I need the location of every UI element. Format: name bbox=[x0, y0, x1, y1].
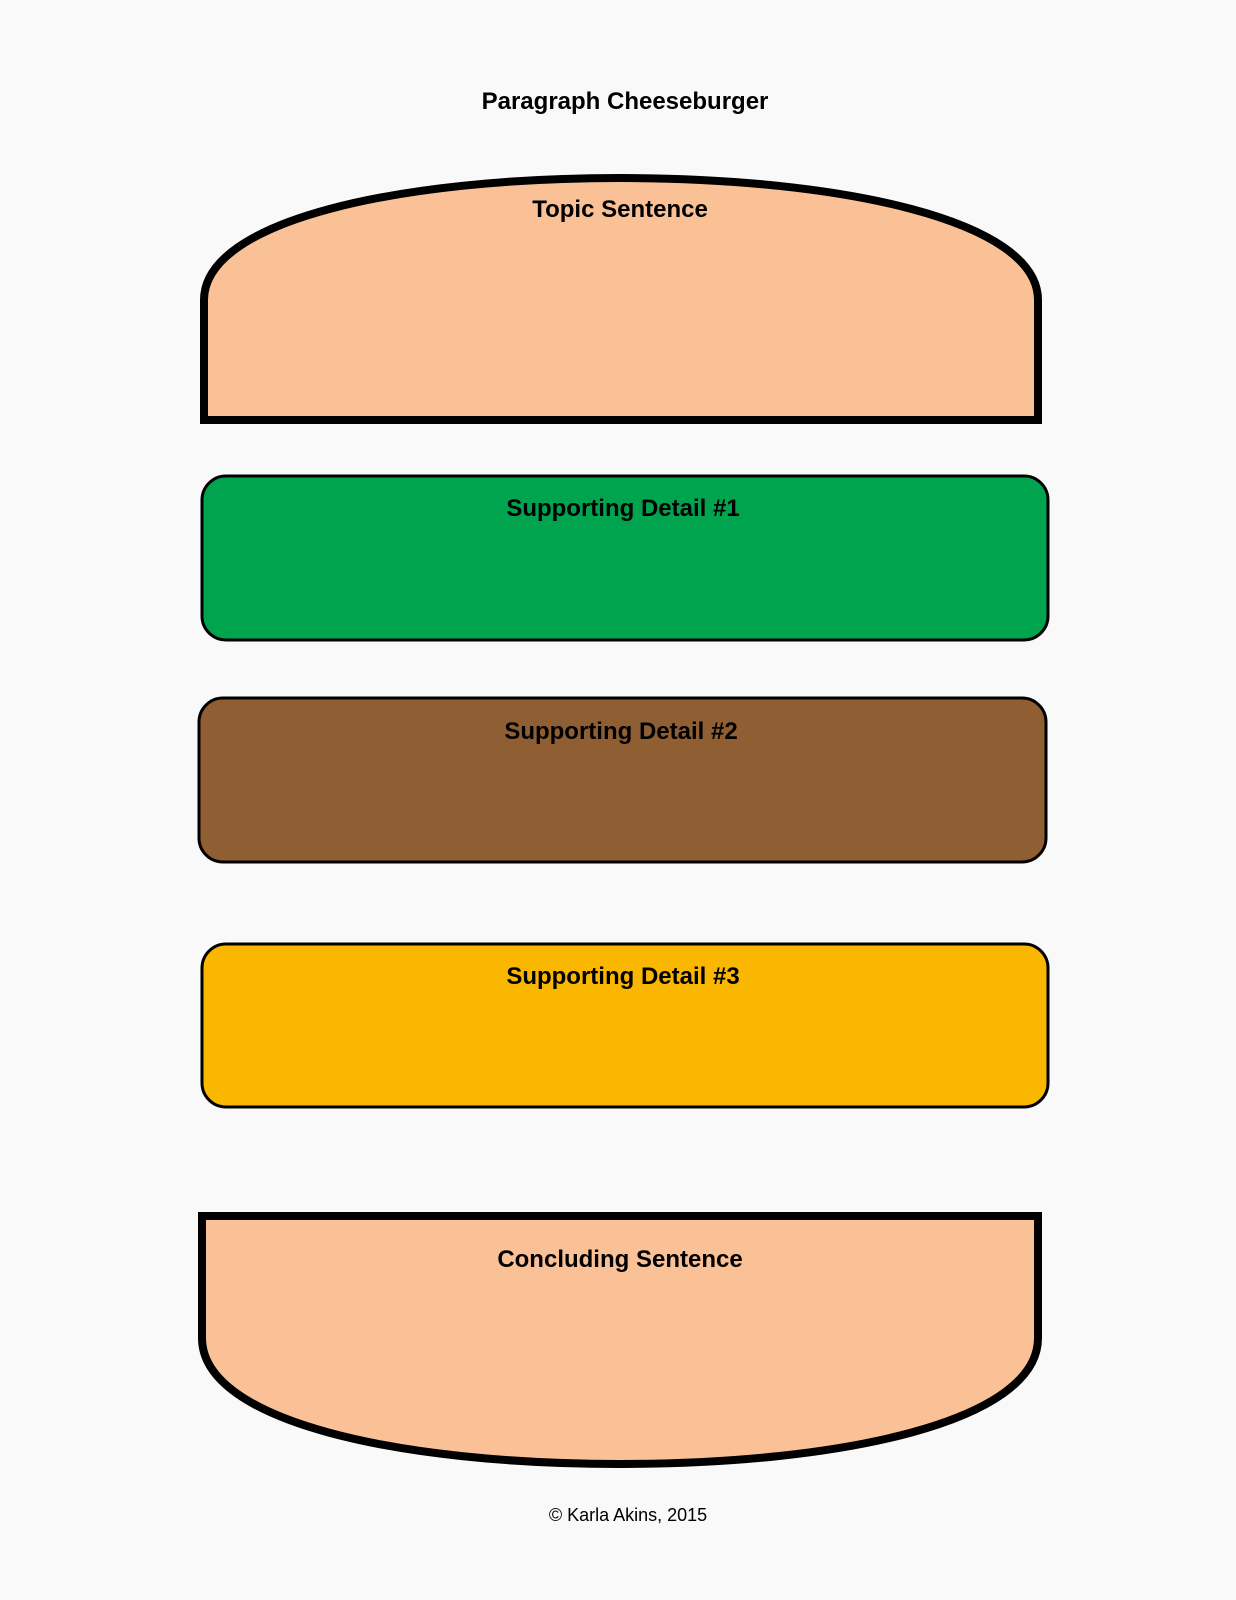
bottom-bun-shape bbox=[198, 1212, 1042, 1469]
topic-sentence-label: Topic Sentence bbox=[532, 196, 708, 223]
copyright-notice: © Karla Akins, 2015 bbox=[548, 1505, 708, 1525]
supporting-detail-1-label: Supporting Detail #1 bbox=[506, 495, 740, 522]
lettuce-shape bbox=[200, 474, 1050, 642]
top-bun-shape bbox=[200, 173, 1042, 424]
patty-shape bbox=[197, 696, 1048, 864]
supporting-detail-3-label: Supporting Detail #3 bbox=[506, 963, 740, 990]
supporting-detail-2-label: Supporting Detail #2 bbox=[504, 718, 738, 745]
page-title: Paragraph Cheeseburger bbox=[481, 88, 769, 115]
cheese-shape bbox=[200, 942, 1050, 1109]
concluding-sentence-label: Concluding Sentence bbox=[497, 1246, 743, 1273]
